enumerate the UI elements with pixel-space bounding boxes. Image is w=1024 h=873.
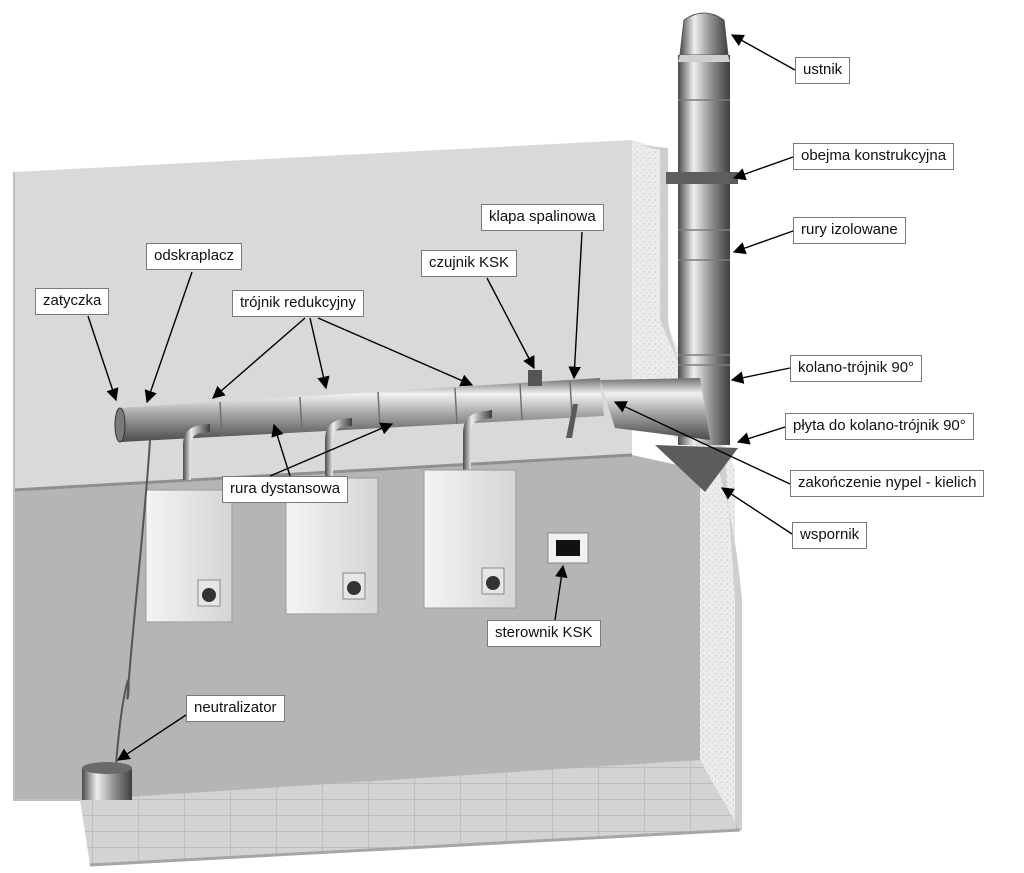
chimney-seams <box>678 99 730 366</box>
label-plyta: płyta do kolano-trójnik 90° <box>785 413 974 440</box>
arrow-zakonczenie <box>613 401 791 485</box>
arrow-ustnik <box>730 34 796 71</box>
label-rura-dystansowa: rura dystansowa <box>222 476 349 503</box>
arrow-zatyczka <box>87 315 119 402</box>
floor-front-edge <box>89 828 741 867</box>
ksk-controller <box>547 532 589 564</box>
neutralizer-body <box>82 768 132 800</box>
label-czujnik: czujnik KSK <box>421 250 518 277</box>
arrow-trojnik-1 <box>212 317 306 399</box>
wall-edge-right <box>640 145 742 830</box>
lower-wall-top-edge <box>13 453 633 492</box>
arrow-rura-1 <box>271 423 291 477</box>
flue-pipe <box>118 378 604 442</box>
label-trojnik: trójnik redukcyjny <box>232 290 364 317</box>
label-odskraplacz: odskraplacz <box>146 243 243 270</box>
distance-pipes <box>183 410 492 480</box>
label-sterownik: sterownik KSK <box>487 620 601 647</box>
label-klapa: klapa spalinowa <box>481 204 604 231</box>
label-ustnik: ustnik <box>795 57 851 84</box>
ksk-sensor <box>528 370 542 386</box>
label-zatyczka: zatyczka <box>35 288 110 315</box>
label-zakonczenie: zakończenie nypel - kielich <box>790 470 985 497</box>
flue-seams <box>219 380 573 437</box>
condensate-line <box>82 439 151 800</box>
arrow-wspornik <box>720 487 793 535</box>
label-kolano: kolano-trójnik 90° <box>790 355 923 382</box>
chimney-top-cap <box>679 12 729 56</box>
wall-side-thickness <box>632 140 735 830</box>
label-rury: rury izolowane <box>793 217 906 244</box>
support-bracket <box>655 445 738 492</box>
arrow-klapa <box>568 231 583 380</box>
chimney-cap-ring <box>678 55 730 62</box>
arrow-sterownik <box>554 564 568 621</box>
arrow-obejma <box>732 156 794 181</box>
arrow-rura-2 <box>269 422 394 477</box>
chimney-clamp <box>666 172 738 184</box>
label-obejma: obejma konstrukcyjna <box>793 143 955 170</box>
flue-damper <box>566 404 578 438</box>
left-wall-edge <box>13 172 80 801</box>
chimney <box>600 12 738 492</box>
arrow-plyta <box>736 426 786 445</box>
label-neutralizator: neutralizator <box>186 695 285 722</box>
horizontal-flue <box>114 370 604 443</box>
arrow-trojnik-2 <box>309 317 330 390</box>
arrow-neutralizator <box>116 714 187 761</box>
arrow-trojnik-3 <box>317 317 474 387</box>
leader-lines <box>87 34 796 761</box>
chimney-bend <box>600 378 710 440</box>
arrow-odskraplacz <box>144 271 193 404</box>
arrow-rury <box>732 230 794 255</box>
label-wspornik: wspornik <box>792 522 868 549</box>
flue-end-cap <box>114 407 126 443</box>
arrow-kolano <box>730 367 791 384</box>
arrow-czujnik <box>486 277 535 370</box>
